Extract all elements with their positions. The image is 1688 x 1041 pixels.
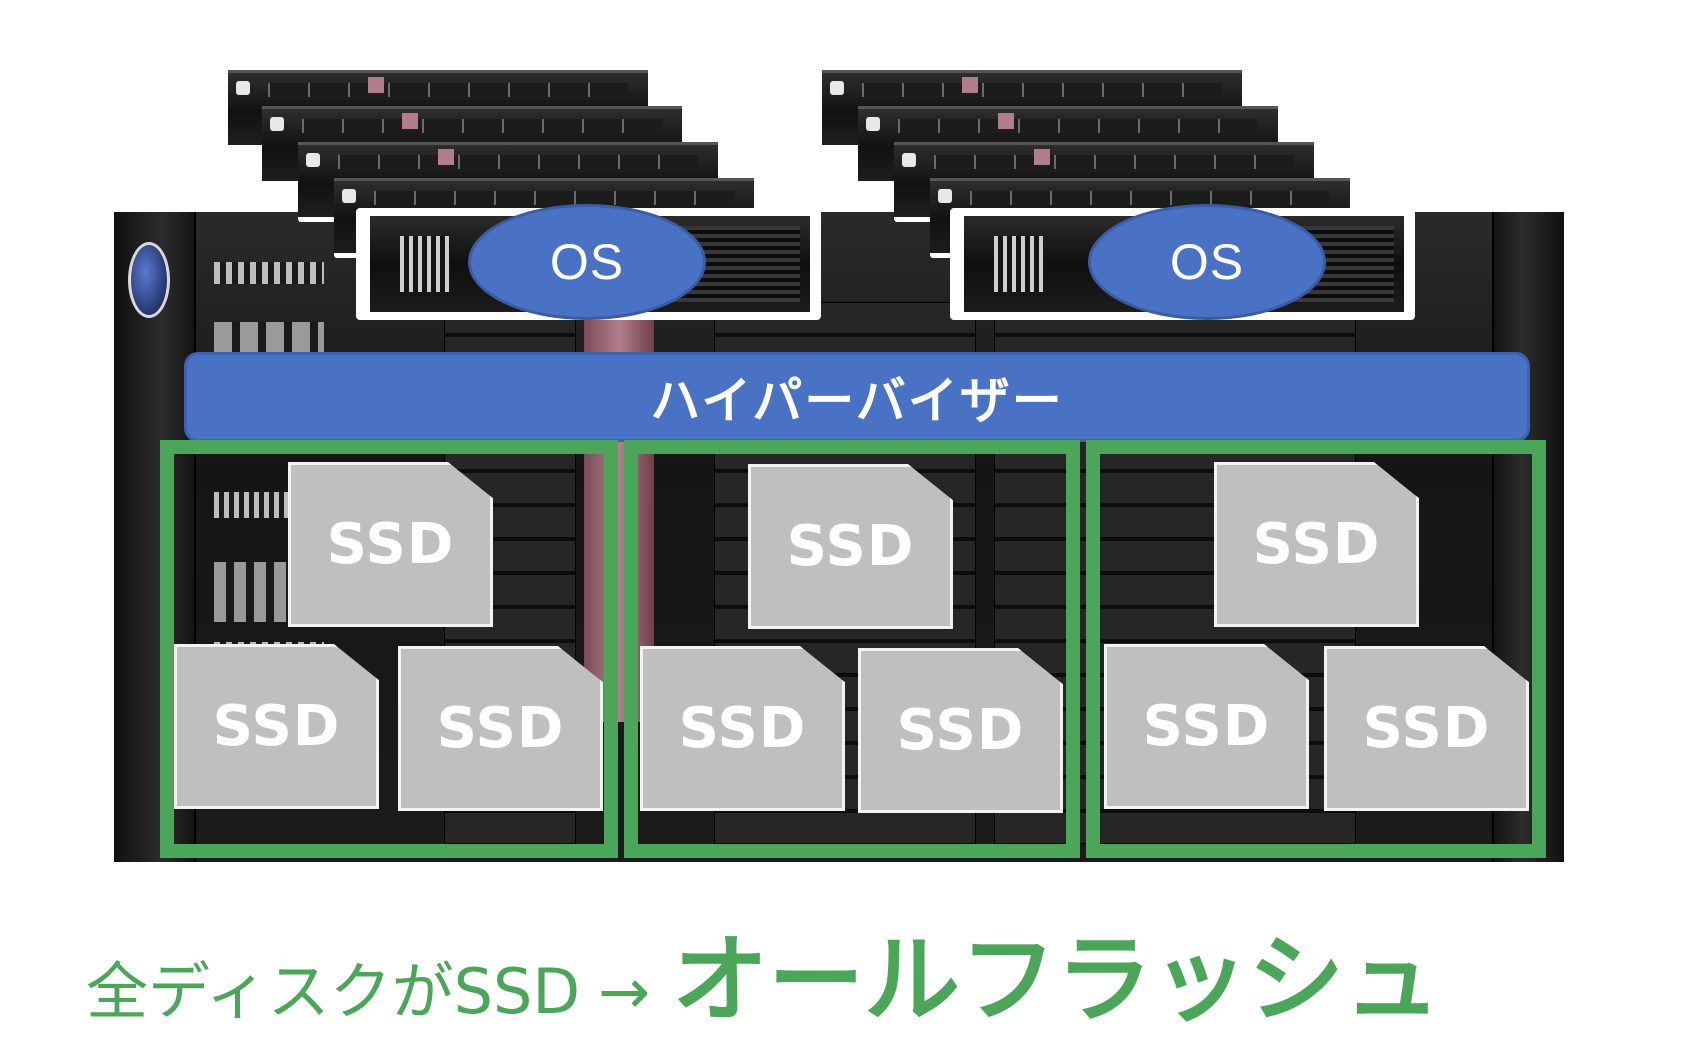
caption-emphasis: オールフラッシュ (672, 924, 1441, 1036)
hypervisor-bar: ハイパーバイザー (184, 352, 1530, 442)
ssd-drive-icon: SSD (640, 646, 845, 811)
ssd-drive-icon: SSD (858, 648, 1063, 813)
disk-group-3 (1086, 440, 1546, 858)
ssd-drive-icon: SSD (1104, 644, 1309, 809)
caption: 全ディスクがSSD → オールフラッシュ (86, 902, 1440, 1036)
os-label: OS (1088, 204, 1326, 320)
disk-group-2 (624, 440, 1080, 858)
os-label: OS (468, 204, 706, 320)
ssd-drive-icon: SSD (288, 462, 493, 627)
ssd-drive-icon: SSD (1324, 646, 1529, 811)
ssd-drive-icon: SSD (748, 464, 953, 629)
rack-power-icon (128, 242, 170, 318)
ssd-drive-icon: SSD (398, 646, 603, 811)
arrow-right-icon: → (598, 955, 651, 1028)
disk-group-1 (160, 440, 618, 858)
ssd-drive-icon: SSD (1214, 462, 1419, 627)
ssd-drive-icon: SSD (174, 644, 379, 809)
caption-prefix: 全ディスクがSSD (86, 955, 581, 1028)
